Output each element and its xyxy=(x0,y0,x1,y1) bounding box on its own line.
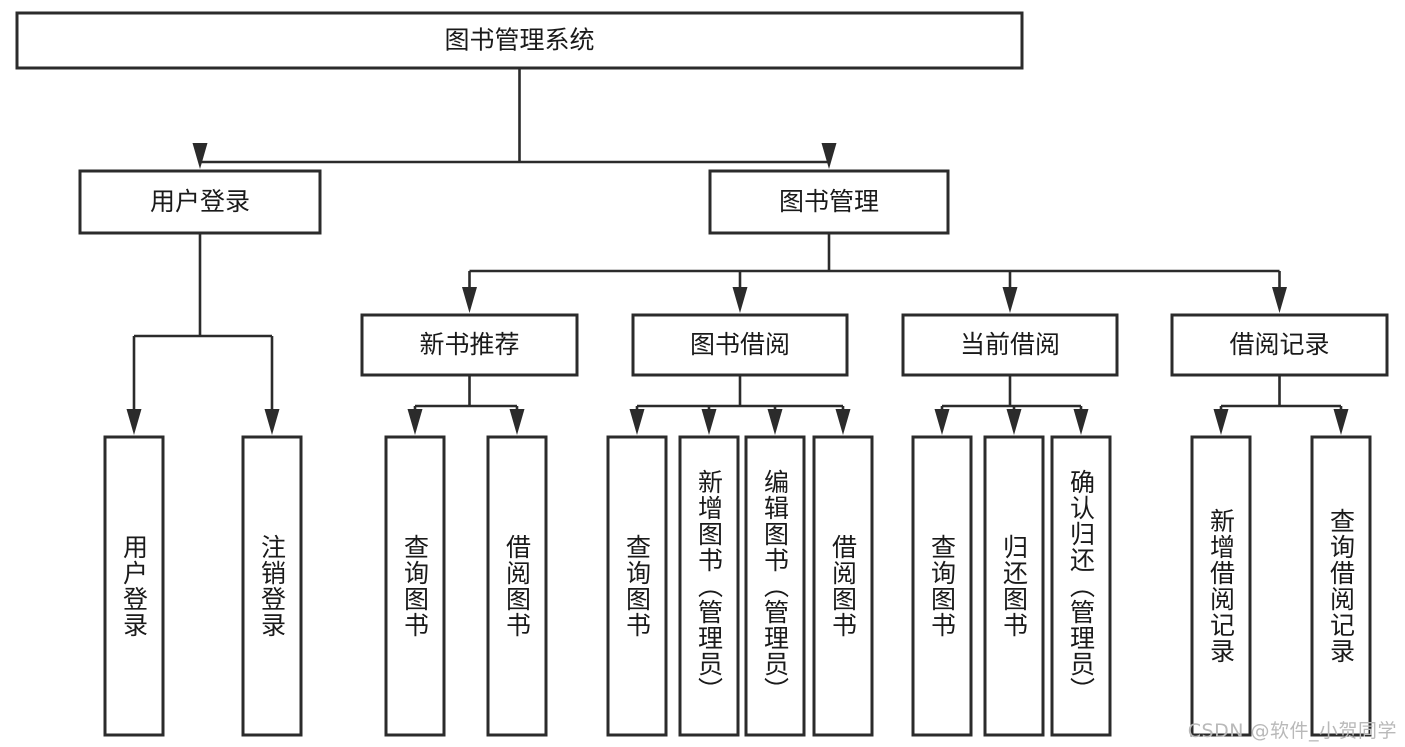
node-label: 图书管理 xyxy=(779,187,879,216)
node-label: 图书管理系统 xyxy=(444,26,594,55)
node-box[interactable] xyxy=(983,435,1045,737)
connector-group xyxy=(629,375,851,435)
node-leaf-user-logout[interactable] xyxy=(241,435,303,737)
node-box[interactable] xyxy=(1190,435,1252,737)
node-box[interactable] xyxy=(360,313,579,377)
node-box[interactable] xyxy=(744,435,806,737)
connector-arrowhead xyxy=(767,409,783,435)
connector-arrowhead xyxy=(835,409,851,435)
node-current-borrow[interactable]: 当前借阅 xyxy=(901,313,1119,377)
node-leaf-borrow-book-2[interactable] xyxy=(812,435,874,737)
connector-arrowhead xyxy=(1006,409,1022,435)
node-box[interactable] xyxy=(486,435,548,737)
connector-arrowhead xyxy=(264,409,280,435)
connector-group xyxy=(192,68,837,169)
node-box[interactable] xyxy=(812,435,874,737)
node-box[interactable] xyxy=(78,169,322,235)
node-box[interactable] xyxy=(678,435,740,737)
node-leaf-return-book[interactable] xyxy=(983,435,1045,737)
node-box[interactable] xyxy=(631,313,849,377)
connector-arrowhead xyxy=(126,409,142,435)
node-leaf-add-record[interactable] xyxy=(1190,435,1252,737)
node-box[interactable] xyxy=(901,313,1119,377)
node-box[interactable] xyxy=(606,435,668,737)
node-box[interactable] xyxy=(911,435,973,737)
connector-group xyxy=(126,233,280,435)
node-leaf-query-book-2[interactable] xyxy=(606,435,668,737)
connector-arrowhead xyxy=(509,409,525,435)
connector-group xyxy=(934,375,1089,435)
node-root[interactable]: 图书管理系统 xyxy=(15,11,1024,70)
node-box[interactable] xyxy=(1310,435,1372,737)
node-box[interactable] xyxy=(103,435,165,737)
node-box[interactable] xyxy=(1170,313,1389,377)
node-box[interactable] xyxy=(241,435,303,737)
connectors-layer xyxy=(126,68,1349,435)
node-label: 借阅记录 xyxy=(1229,330,1329,359)
node-new-book-rec[interactable]: 新书推荐 xyxy=(360,313,579,377)
node-label: 图书借阅 xyxy=(690,330,790,359)
watermark-text: CSDN @软件_小贺同学 xyxy=(1187,720,1397,742)
node-leaf-edit-book[interactable] xyxy=(744,435,806,737)
node-leaf-query-record[interactable] xyxy=(1310,435,1372,737)
connector-arrowhead xyxy=(1073,409,1089,435)
connector-group xyxy=(1213,375,1349,435)
connector-arrowhead xyxy=(1333,409,1349,435)
node-leaf-confirm-return[interactable] xyxy=(1050,435,1112,737)
connector-group xyxy=(462,233,1287,313)
node-leaf-add-book[interactable] xyxy=(678,435,740,737)
connector-arrowhead xyxy=(462,287,477,313)
connector-arrowhead xyxy=(701,409,717,435)
node-box[interactable] xyxy=(384,435,446,737)
node-leaf-user-login[interactable] xyxy=(103,435,165,737)
node-leaf-borrow-book-1[interactable] xyxy=(486,435,548,737)
connector-arrowhead xyxy=(407,409,423,435)
node-leaf-query-book-3[interactable] xyxy=(911,435,973,737)
connector-arrowhead xyxy=(629,409,645,435)
node-user-login[interactable]: 用户登录 xyxy=(78,169,322,235)
node-box[interactable] xyxy=(15,11,1024,70)
node-book-borrow[interactable]: 图书借阅 xyxy=(631,313,849,377)
node-box[interactable] xyxy=(1050,435,1112,737)
node-label: 当前借阅 xyxy=(960,330,1060,359)
connector-arrowhead xyxy=(821,143,837,169)
node-leaf-query-book-1[interactable] xyxy=(384,435,446,737)
node-book-manage[interactable]: 图书管理 xyxy=(708,169,950,235)
node-borrow-record[interactable]: 借阅记录 xyxy=(1170,313,1389,377)
connector-arrowhead xyxy=(934,409,950,435)
node-box[interactable] xyxy=(708,169,950,235)
connector-arrowhead xyxy=(1002,287,1018,313)
connector-arrowhead xyxy=(192,143,208,169)
node-label: 用户登录 xyxy=(150,187,250,216)
connector-arrowhead xyxy=(1272,287,1287,313)
node-label: 新书推荐 xyxy=(419,330,519,359)
connector-group xyxy=(407,375,525,435)
connector-arrowhead xyxy=(1213,409,1229,435)
connector-arrowhead xyxy=(732,287,748,313)
